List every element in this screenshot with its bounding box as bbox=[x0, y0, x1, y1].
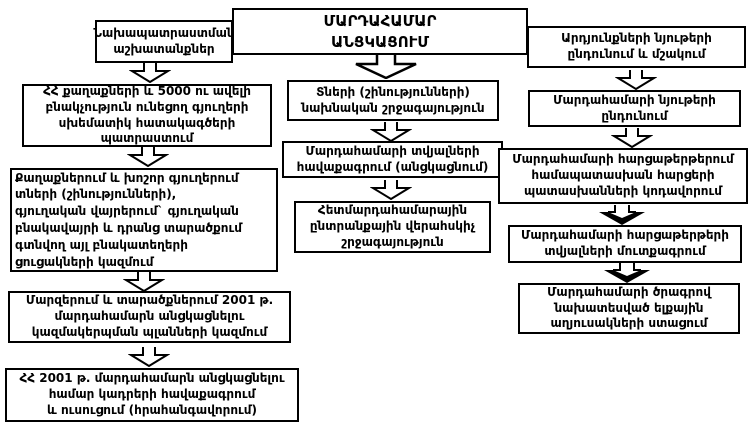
box-data-entry: Մարդահամարի հարցաթերթերի տվյալների մուտք… bbox=[508, 225, 742, 263]
big-down-arrow-icon bbox=[352, 55, 420, 80]
down-arrow-icon bbox=[610, 128, 654, 149]
box-schematic-plans: ՀՀ քաղաքների և 5000 ու ավելի բնակչությու… bbox=[22, 84, 272, 147]
box-census-data-collection: Մարդահամարի տվյալների հավաքագրում (անցկա… bbox=[282, 141, 503, 178]
box-output-tables: Մարդահամարի ծրագրով նախատեսված ելքային ա… bbox=[518, 283, 740, 334]
down-arrow-icon bbox=[127, 347, 171, 368]
down-arrow-icon bbox=[614, 70, 658, 91]
box-materials-reception: Մարդահամարի նյութերի ընդունում bbox=[528, 90, 741, 127]
box-staff-recruitment-training: ՀՀ 2001 թ. մարդահամարն անցկացնելու համար… bbox=[5, 368, 299, 422]
box-organizational-plans: Մարզերում և տարածքներում 2001 թ. մարդահա… bbox=[8, 291, 291, 343]
down-arrow-icon bbox=[369, 180, 413, 201]
box-results-reception-processing: Արդյունքների նյութերի ընդունում և մշակու… bbox=[527, 26, 746, 68]
down-arrow-icon bbox=[122, 272, 166, 293]
down-arrow-icon bbox=[126, 147, 170, 168]
box-census-conduct-title: ՄԱՐԴԱՀԱՄԱՐ ԱՆՑԿԱՑՈՒՄ bbox=[232, 8, 528, 55]
box-preliminary-tour: Տների (շինությունների) նախնական շրջագայո… bbox=[287, 80, 499, 121]
down-arrow-filled-icon bbox=[594, 205, 650, 226]
down-arrow-icon bbox=[128, 63, 172, 84]
down-arrow-icon bbox=[369, 122, 413, 143]
box-preparation-works: Նախապատրաստման աշխատանքներ bbox=[93, 20, 235, 63]
box-post-census-control-tour: Հետմարդահամարային ընտրանքային վերահսկիչ … bbox=[294, 201, 491, 253]
down-arrow-filled-icon bbox=[599, 263, 655, 284]
box-building-lists: Քաղաքներում և խոշոր գյուղերում տների (շի… bbox=[10, 168, 278, 272]
box-answer-coding: Մարդահամարի հարցաթերթերում համապատասխան … bbox=[498, 148, 748, 204]
